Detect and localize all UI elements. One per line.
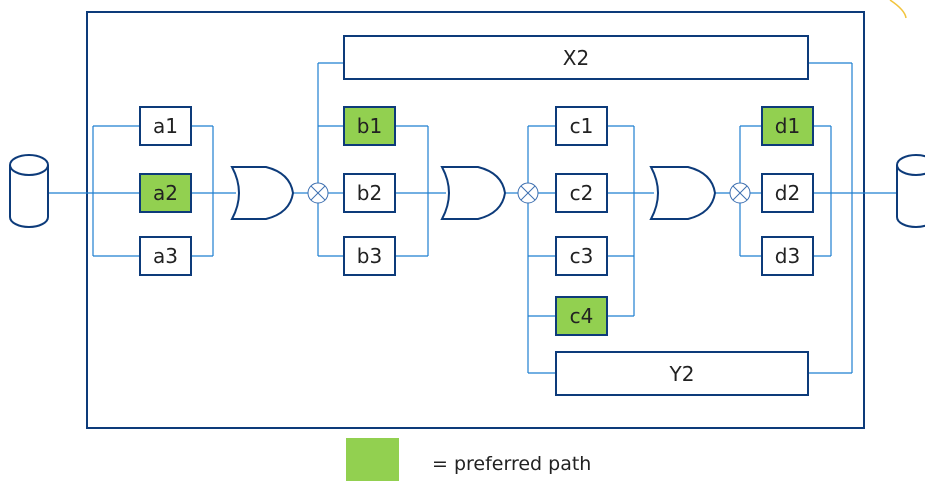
svg-text:b2: b2 <box>357 181 382 205</box>
legend-text: = preferred path <box>432 453 591 475</box>
node-c3: c3 <box>555 236 608 276</box>
svg-text:a2: a2 <box>153 181 178 205</box>
merge-node-1-icon <box>307 182 329 204</box>
node-b3: b3 <box>343 236 396 276</box>
input-database-icon <box>9 154 49 228</box>
node-a3: a3 <box>139 236 192 276</box>
node-d1: d1 <box>761 106 814 146</box>
node-c2: c2 <box>555 173 608 213</box>
svg-text:Y2: Y2 <box>669 362 695 386</box>
svg-text:c1: c1 <box>570 114 594 138</box>
or-gate-1-icon <box>230 166 295 220</box>
legend-swatch <box>346 438 399 481</box>
svg-text:a1: a1 <box>153 114 178 138</box>
node-d3: d3 <box>761 236 814 276</box>
svg-text:b1: b1 <box>357 114 382 138</box>
legend: = preferred path <box>346 438 591 481</box>
bypass-y2: Y2 <box>555 351 809 396</box>
connection-lines <box>48 62 897 374</box>
svg-text:d2: d2 <box>775 181 800 205</box>
node-a1: a1 <box>139 106 192 146</box>
outer-frame <box>86 11 865 429</box>
decorative-arc <box>889 0 907 19</box>
node-c4: c4 <box>555 296 608 336</box>
node-b1: b1 <box>343 106 396 146</box>
node-a2: a2 <box>139 173 192 213</box>
or-gate-2-icon <box>440 166 507 220</box>
svg-text:d3: d3 <box>775 244 800 268</box>
bypass-x2: X2 <box>343 35 809 80</box>
svg-text:c3: c3 <box>570 244 594 268</box>
node-b2: b2 <box>343 173 396 213</box>
svg-text:d1: d1 <box>775 114 800 138</box>
svg-text:X2: X2 <box>563 46 589 70</box>
svg-text:c4: c4 <box>570 304 594 328</box>
node-c1: c1 <box>555 106 608 146</box>
node-d2: d2 <box>761 173 814 213</box>
svg-text:c2: c2 <box>570 181 594 205</box>
merge-node-3-icon <box>729 182 751 204</box>
or-gate-3-icon <box>649 166 717 220</box>
output-database-icon <box>896 154 925 228</box>
merge-node-2-icon <box>517 182 539 204</box>
svg-text:b3: b3 <box>357 244 382 268</box>
svg-text:a3: a3 <box>153 244 178 268</box>
